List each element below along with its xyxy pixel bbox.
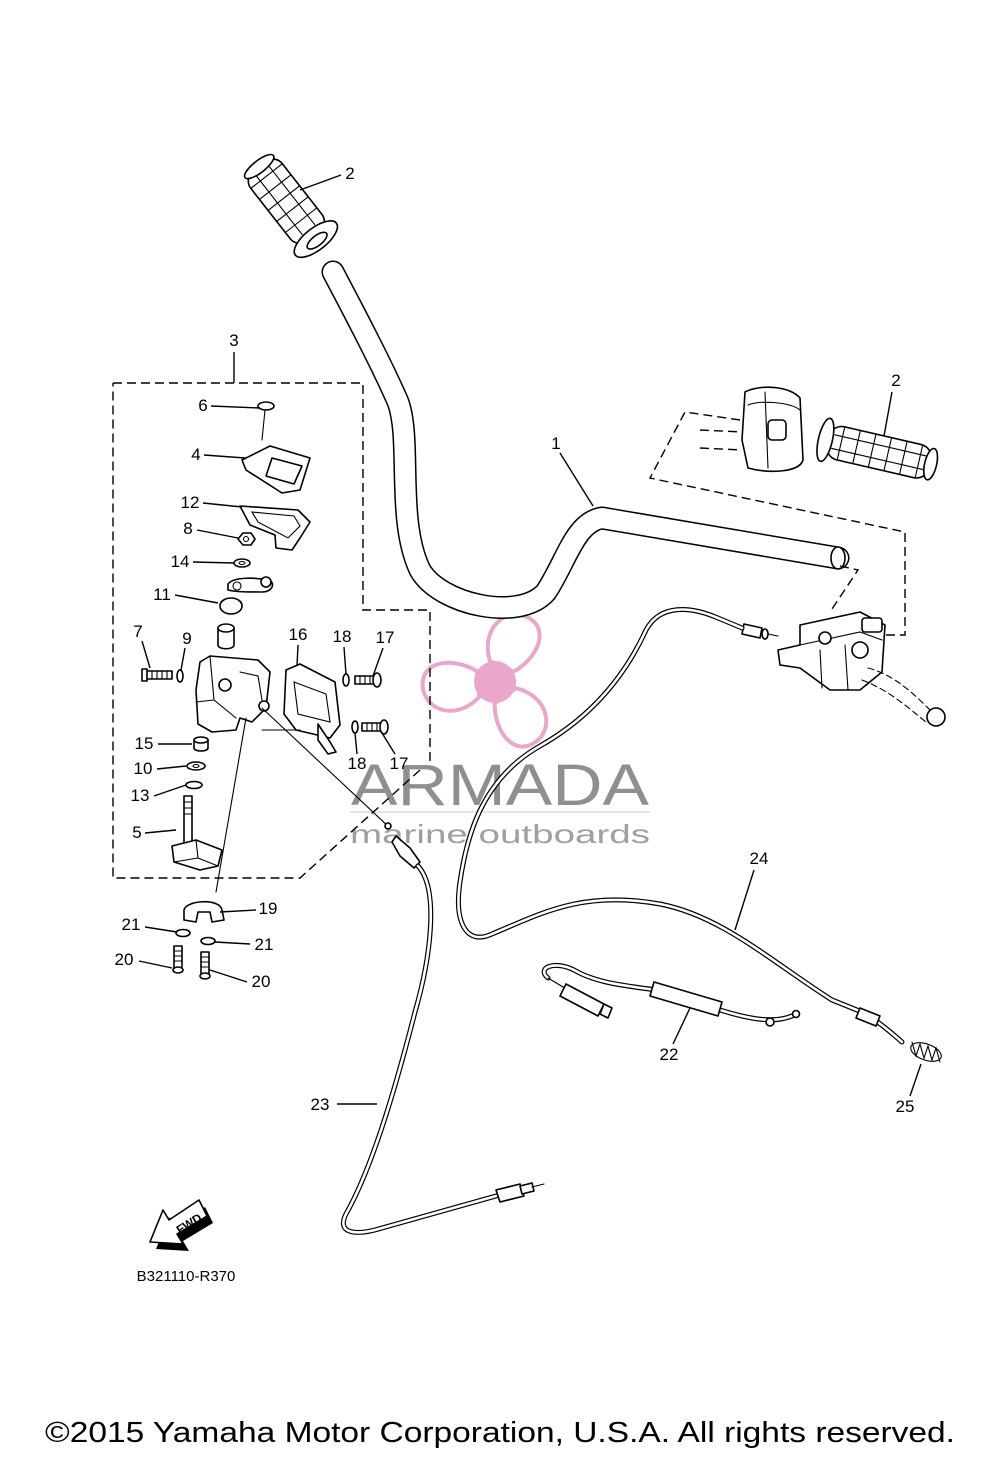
callout-washer-21-right: 21 — [255, 935, 274, 954]
callout-screw-20-left: 20 — [115, 950, 134, 969]
shaft-5 — [171, 795, 223, 871]
callout-washer-9: 9 — [182, 629, 191, 648]
screw-20-left — [172, 945, 184, 974]
callout-washer-18-upper: 18 — [333, 627, 352, 646]
callout-left-grip: 2 — [345, 164, 354, 183]
screw-17-lower — [361, 719, 389, 735]
washer-13 — [185, 780, 203, 790]
callout-washer-18-lower: 18 — [348, 754, 367, 773]
copyright-notice: ©2015 Yamaha Motor Corporation, U.S.A. A… — [45, 1417, 955, 1449]
handlebar — [321, 260, 850, 619]
cable-22 — [541, 963, 801, 1027]
throttle-housing — [195, 655, 271, 733]
callout-right-grip: 2 — [891, 371, 900, 390]
right-reference-outline — [648, 411, 906, 636]
diagram-code: B321110-R370 — [137, 1268, 236, 1285]
callout-screw-20-right: 20 — [252, 972, 271, 991]
screw-17-upper — [354, 672, 382, 688]
cover-4 — [241, 445, 311, 494]
callout-washer-10: 10 — [134, 759, 153, 778]
callout-switch-16: 16 — [289, 625, 308, 644]
left-grip — [243, 153, 339, 259]
callout-screw-7: 7 — [133, 622, 142, 641]
callout-handlebar-1: 1 — [551, 434, 560, 453]
callout-spring-25: 25 — [896, 1097, 915, 1116]
callout-washer-21-left: 21 — [122, 915, 141, 934]
sleeve — [217, 623, 235, 650]
callout-cable-24: 24 — [750, 849, 769, 868]
switch-assembly-outline — [112, 382, 431, 879]
right-switch-housing — [699, 386, 804, 473]
callout-cover-4: 4 — [191, 445, 200, 464]
screw-7 — [141, 668, 173, 682]
screw-20-right — [199, 951, 211, 980]
callout-washer-14: 14 — [171, 552, 190, 571]
cable-24 — [456, 607, 905, 1045]
fwd-arrow-icon: FWD — [149, 1199, 213, 1251]
callouts: 2 3 6 4 12 8 14 11 7 9 16 18 17 15 10 13 — [115, 164, 922, 1116]
right-grip — [816, 417, 939, 481]
cable-23 — [341, 822, 545, 1235]
callout-cable-22: 22 — [660, 1045, 679, 1064]
holder-reference-line — [215, 717, 247, 893]
washer-18-upper — [342, 673, 350, 687]
switch-16 — [283, 663, 341, 755]
washer-21-right — [200, 936, 216, 946]
watermark-brand: ARMADA — [351, 753, 649, 818]
callout-spring-11: 11 — [153, 585, 171, 604]
spring-11 — [219, 597, 243, 615]
callout-gasket-12: 12 — [181, 493, 200, 512]
spring-25 — [910, 1041, 942, 1063]
collar-15 — [193, 736, 209, 752]
washer-10 — [186, 761, 206, 771]
callout-switch-assembly: 3 — [229, 331, 238, 350]
callout-screw-17-lower: 17 — [390, 754, 409, 773]
screw-6 — [257, 401, 275, 441]
washer-9 — [176, 669, 184, 683]
throttle-cable-line — [261, 707, 391, 829]
callout-holder-19: 19 — [259, 899, 278, 918]
watermark-logo: ARMADA marine outboards — [350, 612, 650, 849]
callout-screw-6: 6 — [198, 396, 207, 415]
washer-18-lower — [351, 720, 359, 734]
callout-cable-23: 23 — [311, 1095, 330, 1114]
callout-nut-8: 8 — [183, 519, 192, 538]
gasket-12 — [239, 505, 311, 551]
callout-screw-17-upper: 17 — [376, 628, 395, 647]
callout-collar-15: 15 — [135, 734, 154, 753]
callout-shaft-5: 5 — [132, 823, 141, 842]
callout-washer-13: 13 — [131, 786, 150, 805]
holder-19 — [183, 900, 225, 923]
washer-14 — [233, 558, 251, 568]
plate — [227, 576, 274, 593]
washer-21-left — [175, 928, 191, 938]
nut-8 — [237, 532, 256, 546]
propeller-icon — [420, 612, 549, 749]
right-reference-leader — [829, 565, 860, 613]
right-lever-assembly — [777, 611, 946, 727]
